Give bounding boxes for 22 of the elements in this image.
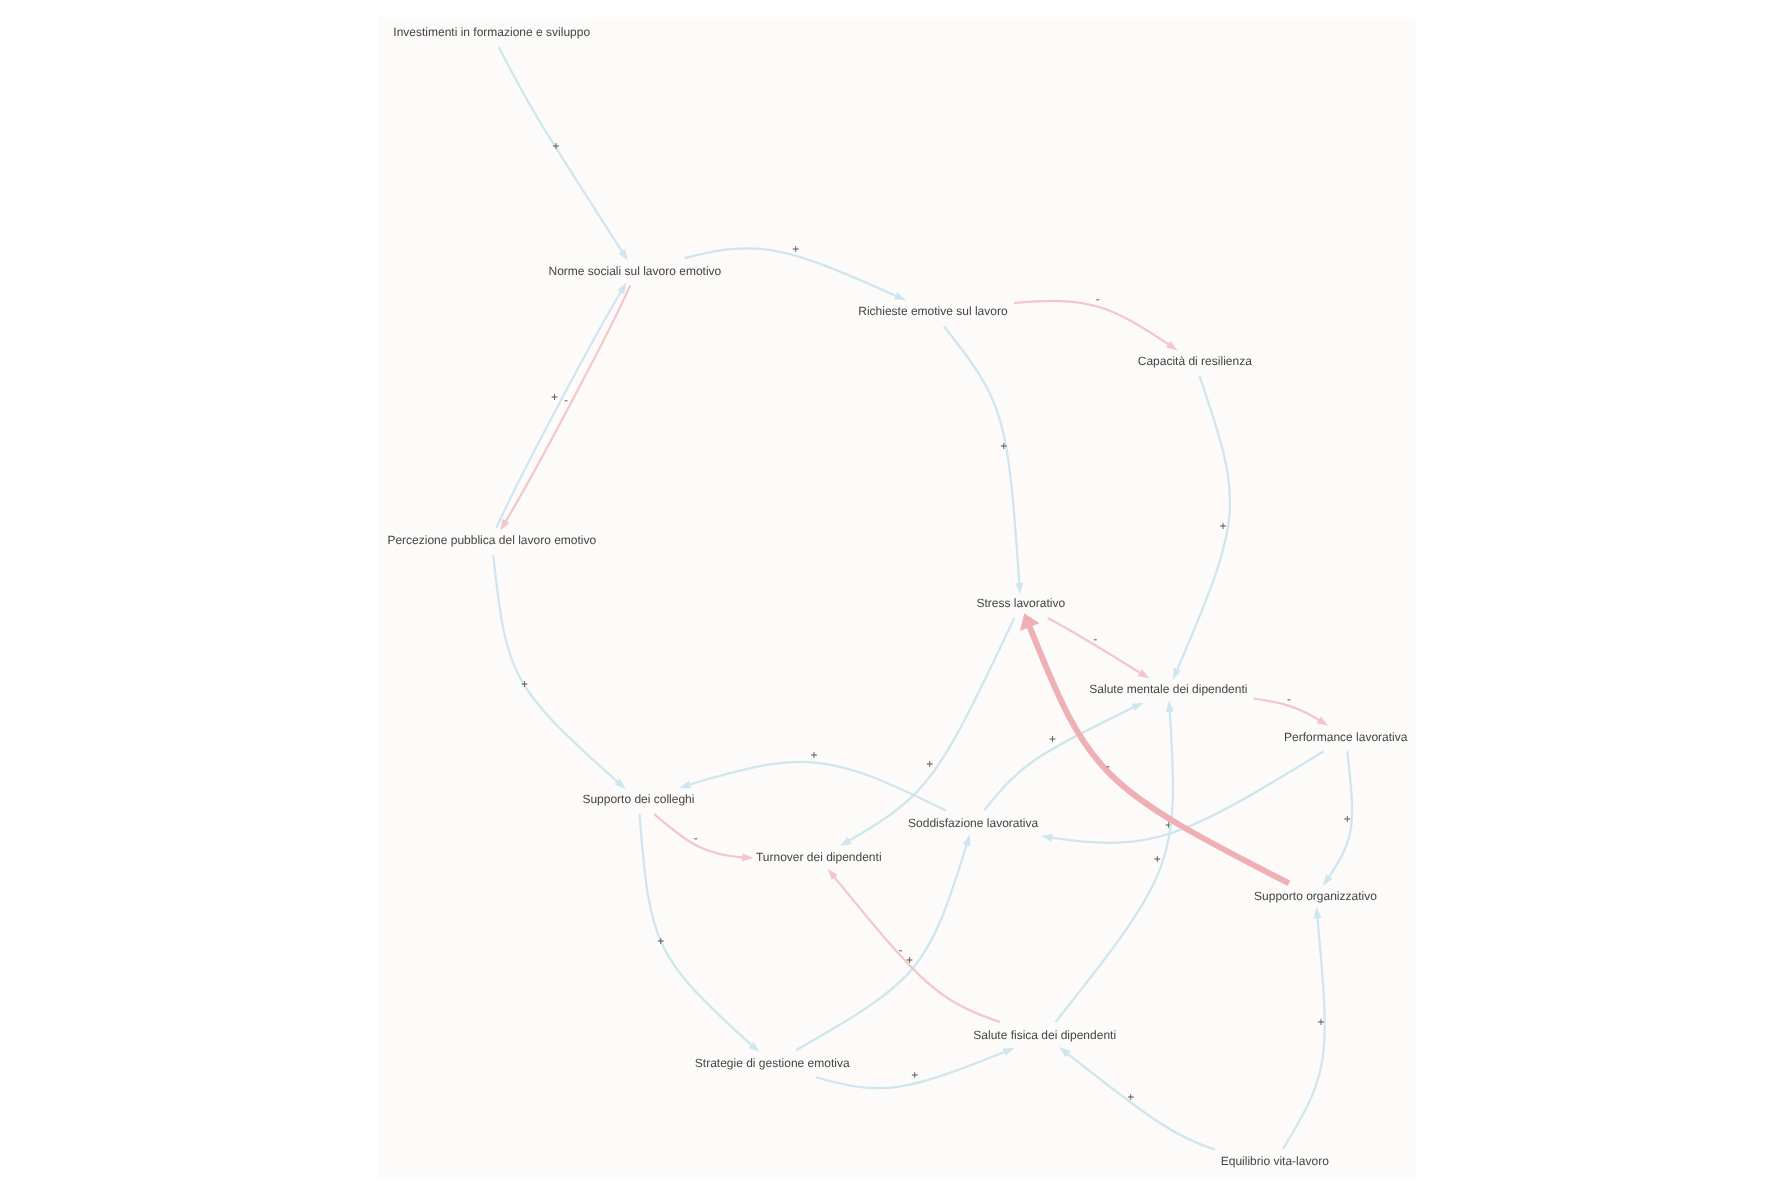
arrow bbox=[826, 868, 1000, 1024]
arrow bbox=[1281, 907, 1325, 1150]
arrow bbox=[814, 1047, 1014, 1090]
arrow bbox=[1058, 1047, 1215, 1151]
arrow bbox=[678, 760, 946, 812]
arrow bbox=[1019, 613, 1290, 887]
arrow bbox=[1046, 617, 1149, 679]
arrow bbox=[982, 702, 1143, 811]
arrow bbox=[1053, 700, 1173, 1023]
arrow bbox=[794, 834, 970, 1052]
arrow bbox=[491, 555, 625, 789]
arrow bbox=[1171, 375, 1230, 680]
arrow bbox=[1321, 751, 1353, 887]
arrow bbox=[942, 325, 1023, 595]
arrow bbox=[1012, 299, 1177, 351]
arrow bbox=[683, 247, 905, 301]
arrow bbox=[652, 813, 753, 862]
arrow bbox=[1039, 750, 1324, 844]
arrow bbox=[637, 813, 759, 1053]
arrow bbox=[1252, 697, 1328, 726]
arrow bbox=[496, 46, 627, 261]
arrow bbox=[838, 617, 1015, 847]
